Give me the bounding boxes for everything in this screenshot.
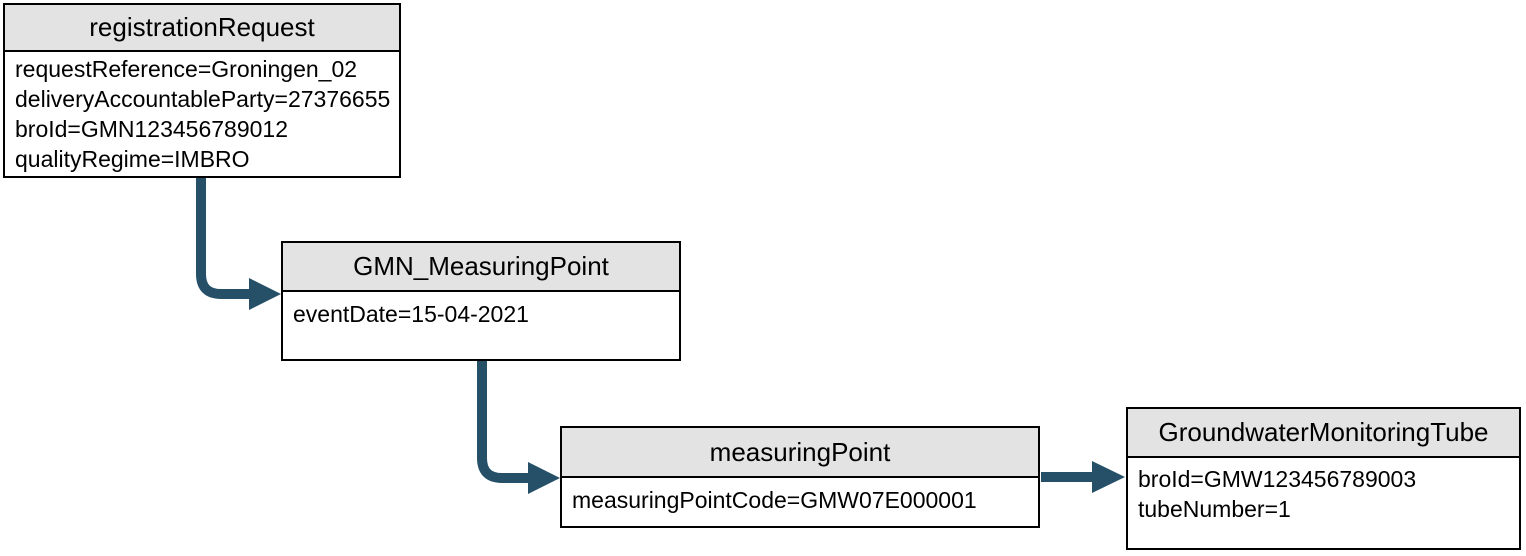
node-title: GroundwaterMonitoringTube xyxy=(1128,409,1519,458)
node-attributes: measuringPointCode=GMW07E000001 xyxy=(562,478,1038,515)
arrow-shaft xyxy=(196,177,251,299)
node-title: measuringPoint xyxy=(562,428,1038,478)
node-title: GMN_MeasuringPoint xyxy=(283,243,679,292)
node-groundwater-monitoring-tube: GroundwaterMonitoringTube broId=GMW12345… xyxy=(1126,407,1521,550)
attribute-request-reference: requestReference=Groningen_02 xyxy=(15,56,358,82)
attribute-bro-id: broId=GMW123456789003 xyxy=(1138,466,1417,492)
attribute-quality-regime: qualityRegime=IMBRO xyxy=(15,146,250,172)
node-registration-request: registrationRequest requestReference=Gro… xyxy=(3,3,401,178)
attribute-measuring-point-code: measuringPointCode=GMW07E000001 xyxy=(572,487,977,513)
node-attributes: requestReference=Groningen_02 deliveryAc… xyxy=(5,52,399,174)
node-measuring-point: measuringPoint measuringPointCode=GMW07E… xyxy=(560,426,1040,528)
node-gmn-measuring-point: GMN_MeasuringPoint eventDate=15-04-2021 xyxy=(281,241,681,361)
connector-registrationrequest-to-gmn-measuringpoint xyxy=(196,177,281,310)
attribute-bro-id: broId=GMN123456789012 xyxy=(15,116,289,142)
node-title: registrationRequest xyxy=(5,5,399,52)
attribute-tube-number: tubeNumber=1 xyxy=(1138,496,1291,522)
arrowhead-icon xyxy=(1092,461,1125,493)
node-attributes: eventDate=15-04-2021 xyxy=(283,292,679,329)
connector-measuringpoint-to-groundwatermonitoringtube xyxy=(1041,461,1125,493)
arrowhead-icon xyxy=(249,278,281,310)
attribute-delivery-accountable-party: deliveryAccountableParty=27376655 xyxy=(15,86,391,112)
connector-gmn-measuringpoint-to-measuringpoint xyxy=(477,360,560,494)
arrow-shaft xyxy=(477,360,530,483)
attribute-event-date: eventDate=15-04-2021 xyxy=(293,301,529,327)
arrowhead-icon xyxy=(528,462,560,494)
node-attributes: broId=GMW123456789003 tubeNumber=1 xyxy=(1128,458,1519,524)
